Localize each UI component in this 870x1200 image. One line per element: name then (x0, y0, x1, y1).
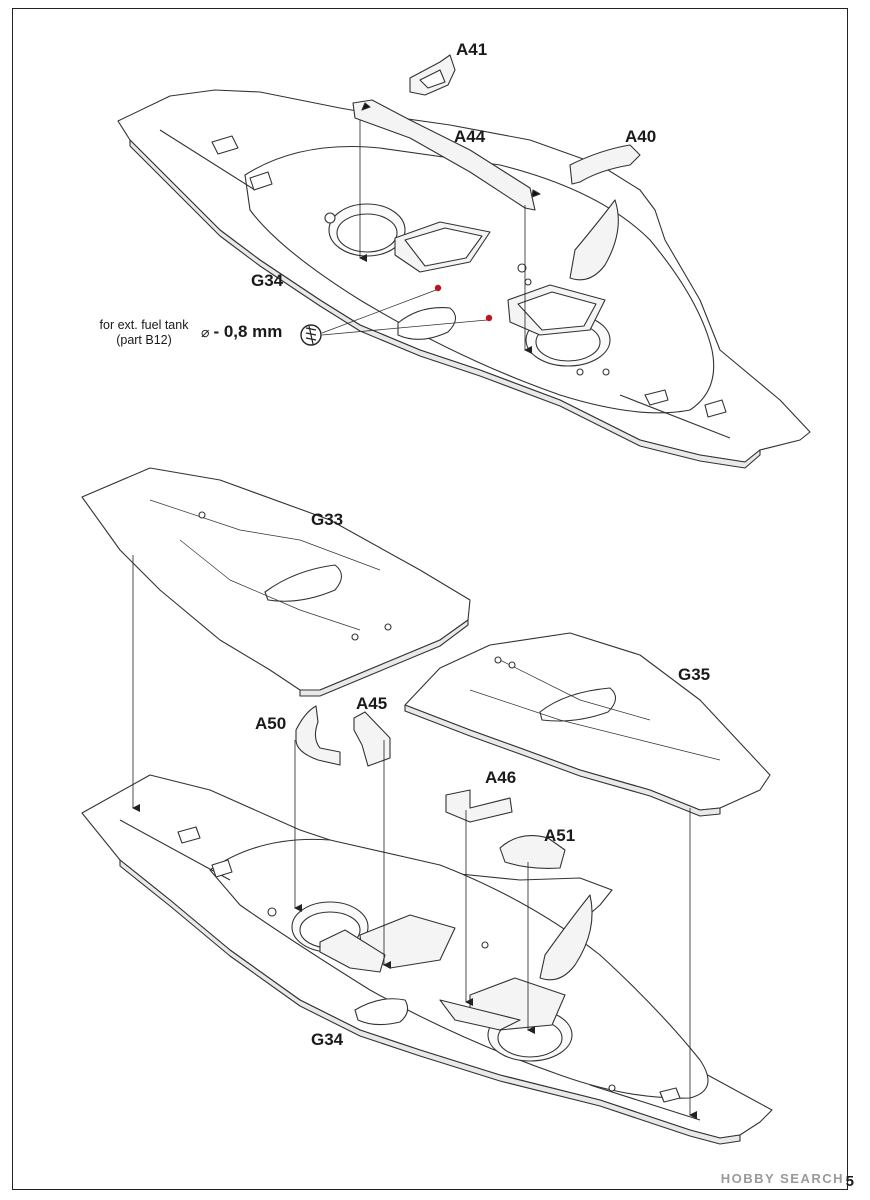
label-a40: A40 (625, 127, 657, 146)
part-a41 (409, 54, 456, 96)
assembly-arrows-bottom (132, 555, 697, 1119)
drill-hole-markers (321, 284, 493, 336)
label-g34-top: G34 (251, 271, 284, 290)
lower-wing-g34-bottom (81, 774, 773, 1145)
page-number: 5 (845, 1173, 854, 1190)
label-a45: A45 (356, 694, 388, 713)
label-a44: A44 (454, 127, 486, 146)
fuel-tank-note: for ext. fuel tank (part B12) (84, 318, 204, 348)
label-g33: G33 (311, 510, 344, 529)
part-a51 (499, 835, 566, 869)
part-a40 (569, 144, 641, 185)
drill-size: ⌀- 0,8 mm (201, 322, 282, 342)
part-a44 (352, 99, 541, 211)
label-a46: A46 (485, 768, 517, 787)
label-a41: A41 (456, 40, 488, 59)
label-a51: A51 (544, 826, 576, 845)
part-a50 (295, 705, 341, 766)
part-a46 (445, 789, 513, 823)
part-a45 (353, 711, 391, 767)
fuel-tank-note-line1: for ext. fuel tank (99, 318, 189, 332)
fuel-tank-note-line2: (part B12) (116, 333, 172, 347)
watermark: HOBBY SEARCH (720, 1171, 844, 1186)
lower-wing-g34-top (117, 89, 811, 469)
assembly-arrows-top (359, 120, 532, 354)
drill-size-value: - 0,8 mm (213, 322, 283, 341)
upper-wing-g35 (404, 632, 771, 817)
drill-icon (300, 324, 322, 346)
diameter-symbol: ⌀ (201, 324, 210, 340)
label-a50: A50 (255, 714, 287, 733)
page-frame (12, 8, 848, 1190)
upper-wing-g33 (81, 467, 471, 697)
label-g34-bottom: G34 (311, 1030, 344, 1049)
label-g35: G35 (678, 665, 711, 684)
